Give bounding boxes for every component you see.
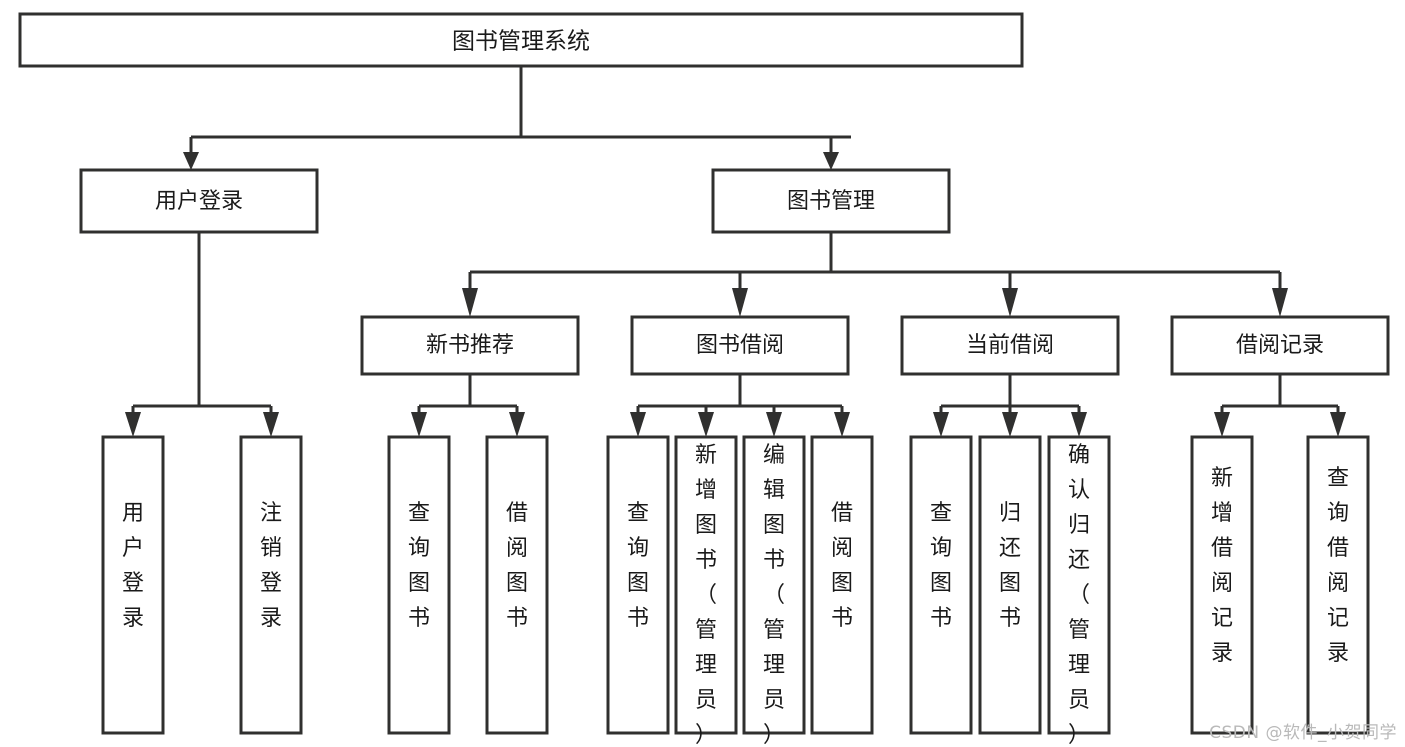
node-leaf-confirm-return-label: 确认归还（管理员） [1068, 443, 1090, 747]
arrow-head-book-manage [823, 152, 839, 170]
arrow-head-borrow-record [1272, 288, 1288, 317]
node-leaf-borrow-book-2-box[interactable] [810, 435, 874, 735]
node-new-book-recommend-label: 新书推荐 [426, 333, 514, 358]
node-leaf-add-borrow-record[interactable]: 新增借阅记录 [1190, 435, 1254, 735]
node-user-login[interactable]: 用户登录 [79, 168, 319, 234]
node-leaf-query-borrow-record-box[interactable] [1306, 435, 1370, 735]
edges-book-borrow-to-leaves [630, 374, 850, 437]
arrow-head-user-login [183, 152, 199, 170]
node-book-manage[interactable]: 图书管理 [711, 168, 951, 234]
arrow-head-leaf-query-book-3 [933, 412, 949, 437]
node-leaf-logout-login-box[interactable] [239, 435, 303, 735]
edges-root-to-level2 [183, 66, 851, 170]
node-leaf-borrow-book-1[interactable]: 借阅图书 [485, 435, 549, 735]
arrow-head-leaf-logout-login [263, 412, 279, 437]
node-borrow-record[interactable]: 借阅记录 [1170, 315, 1390, 376]
node-leaf-query-borrow-record-label: 查询借阅记录 [1327, 466, 1349, 666]
edges-new-book-recommend-to-leaves [411, 374, 525, 437]
edges-current-borrow-to-leaves [933, 374, 1087, 437]
arrow-head-leaf-query-book-2 [630, 412, 646, 437]
edges-book-manage-to-level3 [462, 232, 1288, 317]
arrow-head-leaf-return-book [1002, 412, 1018, 437]
node-leaf-query-book-1[interactable]: 查询图书 [387, 435, 451, 735]
arrow-head-leaf-query-book-1 [411, 412, 427, 437]
arrow-head-leaf-borrow-book-1 [509, 412, 525, 437]
csdn-watermark: CSDN @软件_小贺同学 [1209, 723, 1397, 743]
node-leaf-borrow-book-2-label: 借阅图书 [831, 501, 853, 631]
arrow-head-leaf-user-login [125, 412, 141, 437]
node-leaf-logout-login[interactable]: 注销登录 [239, 435, 303, 735]
node-root[interactable]: 图书管理系统 [18, 12, 1024, 68]
node-book-manage-box[interactable] [711, 168, 951, 234]
node-leaf-logout-login-label: 注销登录 [260, 501, 282, 631]
node-leaf-user-login-box[interactable] [101, 435, 165, 735]
node-borrow-record-box[interactable] [1170, 315, 1390, 376]
arrow-head-current-borrow [1002, 288, 1018, 317]
node-root-box[interactable] [18, 12, 1024, 68]
node-leaf-query-book-3[interactable]: 查询图书 [909, 435, 973, 735]
node-current-borrow[interactable]: 当前借阅 [900, 315, 1120, 376]
arrow-head-leaf-edit-book [766, 412, 782, 437]
node-leaf-edit-book-label: 编辑图书（管理员） [763, 443, 785, 747]
node-leaf-confirm-return[interactable]: 确认归还（管理员） [1047, 435, 1111, 747]
node-leaf-query-book-3-box[interactable] [909, 435, 973, 735]
edges-borrow-record-to-leaves [1214, 374, 1346, 437]
arrow-head-new-book-recommend [462, 288, 478, 317]
node-book-borrow[interactable]: 图书借阅 [630, 315, 850, 376]
node-root-label: 图书管理系统 [452, 29, 590, 55]
node-leaf-confirm-return-box[interactable] [1047, 435, 1111, 735]
node-leaf-query-book-2-label: 查询图书 [627, 501, 649, 631]
node-leaf-add-borrow-record-label: 新增借阅记录 [1211, 466, 1233, 666]
node-leaf-add-book-label: 新增图书（管理员） [695, 443, 717, 747]
arrow-head-leaf-add-book [698, 412, 714, 437]
node-leaf-add-book[interactable]: 新增图书（管理员） [674, 435, 738, 747]
node-leaf-edit-book[interactable]: 编辑图书（管理员） [742, 435, 806, 747]
node-current-borrow-label: 当前借阅 [966, 333, 1054, 358]
node-leaf-query-book-1-box[interactable] [387, 435, 451, 735]
node-leaf-user-login-label: 用户登录 [122, 501, 144, 631]
node-user-login-label: 用户登录 [155, 189, 243, 214]
node-leaf-query-book-1-label: 查询图书 [408, 501, 430, 631]
node-leaf-query-book-3-label: 查询图书 [930, 501, 952, 631]
node-leaf-return-book-label: 归还图书 [999, 501, 1021, 631]
node-leaf-query-book-2-box[interactable] [606, 435, 670, 735]
node-book-borrow-box[interactable] [630, 315, 850, 376]
arrow-head-leaf-confirm-return [1071, 412, 1087, 437]
arrow-head-leaf-borrow-book-2 [834, 412, 850, 437]
node-new-book-recommend[interactable]: 新书推荐 [360, 315, 580, 376]
node-leaf-edit-book-box[interactable] [742, 435, 806, 735]
node-borrow-record-label: 借阅记录 [1236, 333, 1324, 358]
node-leaf-user-login[interactable]: 用户登录 [101, 435, 165, 735]
arrow-head-book-borrow [732, 288, 748, 317]
node-leaf-query-borrow-record[interactable]: 查询借阅记录 [1306, 435, 1370, 735]
node-leaf-query-book-2[interactable]: 查询图书 [606, 435, 670, 735]
node-leaf-borrow-book-2[interactable]: 借阅图书 [810, 435, 874, 735]
arrow-head-leaf-add-borrow-record [1214, 412, 1230, 437]
node-book-borrow-label: 图书借阅 [696, 333, 784, 358]
node-current-borrow-box[interactable] [900, 315, 1120, 376]
node-leaf-borrow-book-1-box[interactable] [485, 435, 549, 735]
node-leaf-borrow-book-1-label: 借阅图书 [506, 501, 528, 631]
node-leaf-return-book[interactable]: 归还图书 [978, 435, 1042, 735]
node-user-login-box[interactable] [79, 168, 319, 234]
node-book-manage-label: 图书管理 [787, 189, 875, 214]
node-leaf-return-book-box[interactable] [978, 435, 1042, 735]
edges-user-login-to-leaves [125, 232, 279, 437]
arrow-head-leaf-query-borrow-record [1330, 412, 1346, 437]
node-new-book-recommend-box[interactable] [360, 315, 580, 376]
node-leaf-add-book-box[interactable] [674, 435, 738, 735]
node-leaf-add-borrow-record-box[interactable] [1190, 435, 1254, 735]
